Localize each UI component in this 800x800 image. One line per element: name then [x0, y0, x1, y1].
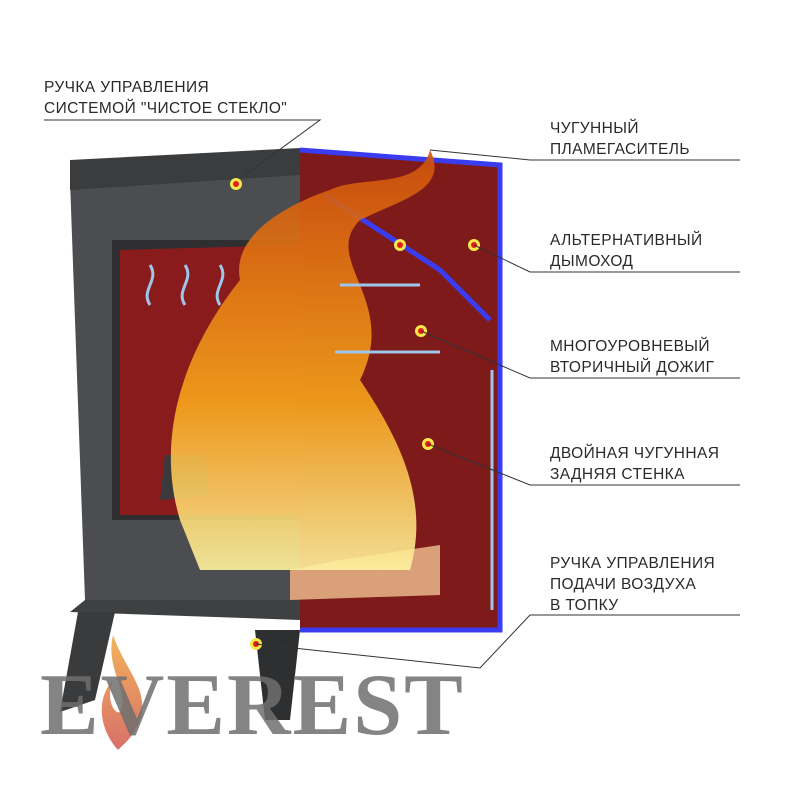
marker-dot — [394, 239, 406, 251]
callout-line: ПОДАЧИ ВОЗДУХА — [550, 576, 697, 593]
flames — [170, 150, 435, 570]
callout-back-wall: ДВОЙНАЯ ЧУГУННАЯ ЗАДНЯЯ СТЕНКА — [550, 443, 719, 485]
callout-line: ДВОЙНАЯ ЧУГУННАЯ — [550, 445, 720, 462]
callout-line: РУЧКА УПРАВЛЕНИЯ — [550, 555, 716, 572]
marker-dot — [230, 178, 242, 190]
callout-secondary-burn: МНОГОУРОВНЕВЫЙ ВТОРИЧНЫЙ ДОЖИГ — [550, 336, 714, 378]
callout-line: РУЧКА УПРАВЛЕНИЯ — [44, 79, 210, 96]
logo-flame-icon — [101, 635, 143, 750]
callout-flame-damper: ЧУГУННЫЙ ПЛАМЕГАСИТЕЛЬ — [550, 118, 690, 160]
callout-air-handle: РУЧКА УПРАВЛЕНИЯ ПОДАЧИ ВОЗДУХА В ТОПКУ — [550, 553, 715, 616]
callout-line: СИСТЕМОЙ "ЧИСТОЕ СТЕКЛО" — [44, 100, 288, 117]
callout-glass-clean-handle: РУЧКА УПРАВЛЕНИЯ СИСТЕМОЙ "ЧИСТОЕ СТЕКЛО… — [44, 77, 287, 119]
callout-line: МНОГОУРОВНЕВЫЙ — [550, 338, 710, 355]
callout-line: ЧУГУННЫЙ — [550, 120, 639, 137]
leader-lines — [44, 119, 740, 669]
callout-line: ВТОРИЧНЫЙ ДОЖИГ — [550, 359, 715, 376]
callout-line: АЛЬТЕРНАТИВНЫЙ — [550, 232, 703, 249]
callout-line: ДЫМОХОД — [550, 253, 634, 270]
callout-alt-flue: АЛЬТЕРНАТИВНЫЙ ДЫМОХОД — [550, 230, 703, 272]
callout-line: ЗАДНЯЯ СТЕНКА — [550, 466, 685, 483]
callout-line: В ТОПКУ — [550, 597, 619, 614]
brand-logo: EVEREST — [40, 657, 465, 754]
airflow-arrows — [145, 264, 494, 610]
callout-line: ПЛАМЕГАСИТЕЛЬ — [550, 141, 690, 158]
